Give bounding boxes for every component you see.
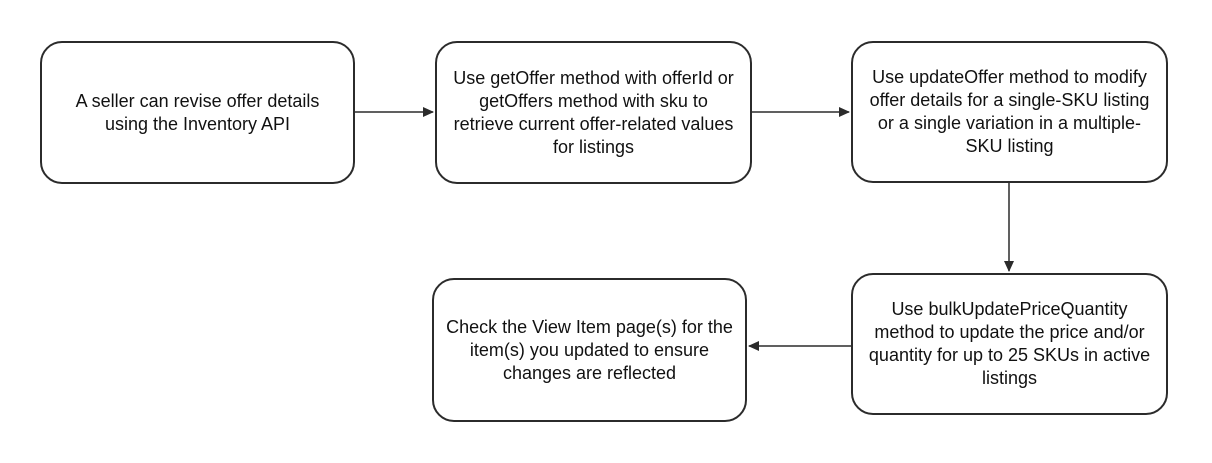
flow-node-label: A seller can revise offer details using …	[75, 90, 320, 134]
flow-node-get-offer: Use getOffer method with offerId or getO…	[435, 41, 752, 184]
flow-node-update-offer: Use updateOffer method to modify offer d…	[851, 41, 1168, 183]
flow-node-label: Check the View Item page(s) for the item…	[446, 316, 733, 383]
flow-node-bulk-update-price-quantity: Use bulkUpdatePriceQuantity method to up…	[851, 273, 1168, 415]
flow-node-label: Use bulkUpdatePriceQuantity method to up…	[868, 299, 1151, 388]
flow-node-label: Use updateOffer method to modify offer d…	[869, 67, 1150, 156]
flow-node-check-view-item: Check the View Item page(s) for the item…	[432, 278, 747, 422]
flow-node-label: Use getOffer method with offerId or getO…	[453, 67, 734, 157]
flow-node-revise-offer-details: A seller can revise offer details using …	[40, 41, 355, 184]
